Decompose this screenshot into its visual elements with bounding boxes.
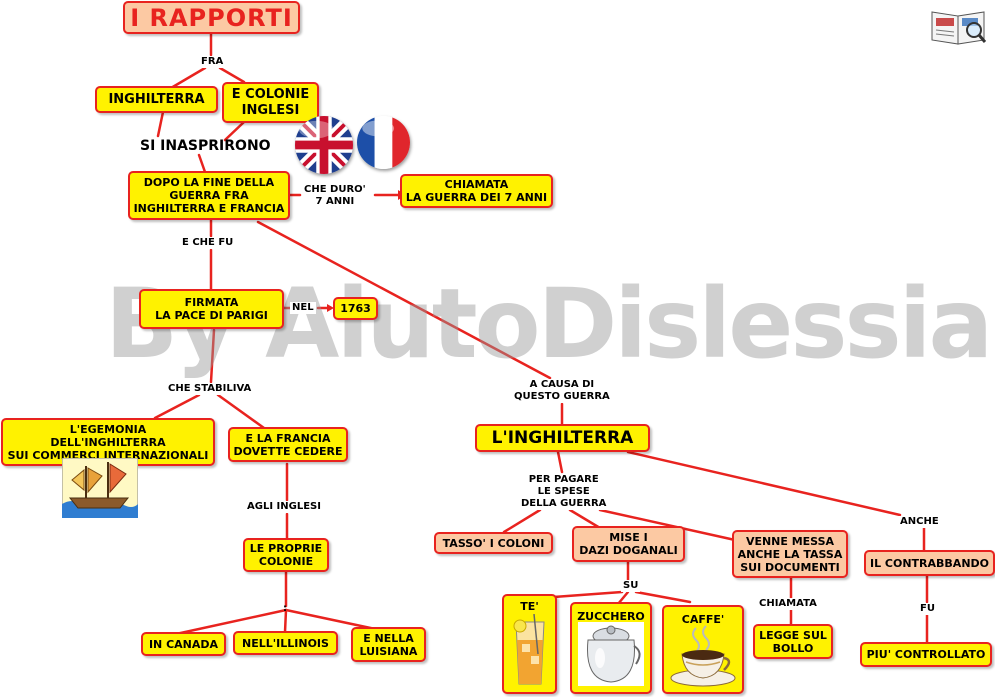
node-tasso-coloni: TASSO' I COLONI xyxy=(434,532,553,554)
node-dopo-guerra: DOPO LA FINE DELLA GUERRA FRA INGHILTERR… xyxy=(128,171,290,220)
node-francia-cedere: E LA FRANCIA DOVETTE CEDERE xyxy=(228,427,348,462)
link-nel: NEL xyxy=(290,302,316,314)
ship-icon xyxy=(61,457,139,519)
link-che-stabiliva: CHE STABILIVA xyxy=(166,383,254,395)
link-fra: FRA xyxy=(199,56,226,68)
node-piu-controllato: PIU' CONTROLLATO xyxy=(860,642,992,667)
node-contrabbando: IL CONTRABBANDO xyxy=(864,550,995,576)
title-node: I RAPPORTI xyxy=(123,1,300,34)
link-a-causa: A CAUSA DI QUESTO GUERRA xyxy=(512,379,612,403)
france-flag-icon xyxy=(357,116,410,169)
book-magnifier-icon xyxy=(930,6,988,46)
node-inghilterra: INGHILTERRA xyxy=(95,86,218,113)
node-inghilterra-2: L'INGHILTERRA xyxy=(475,424,650,452)
link-per-pagare: PER PAGARE LE SPESE DELLA GUERRA xyxy=(519,474,609,510)
node-legge-bollo: LEGGE SUL BOLLO xyxy=(753,624,833,659)
link-che-duro: CHE DURO' 7 ANNI xyxy=(302,184,368,208)
node-anno: 1763 xyxy=(333,297,378,320)
link-fu: FU xyxy=(918,603,937,615)
link-agli-inglesi: AGLI INGLESI xyxy=(245,501,323,513)
link-si-inasprirono: SI INASPRIRONO xyxy=(140,138,271,154)
node-proprie-colonie: LE PROPRIE COLONIE xyxy=(243,538,329,572)
node-luisiana: E NELLA LUISIANA xyxy=(351,627,426,662)
node-illinois: NELL'ILLINOIS xyxy=(233,631,338,655)
tea-glass-icon xyxy=(510,613,550,686)
node-tassa-documenti: VENNE MESSA ANCHE LA TASSA SUI DOCUMENTI xyxy=(732,530,848,578)
node-canada: IN CANADA xyxy=(141,632,226,656)
link-su: SU xyxy=(621,580,641,592)
node-colonie-inglesi: E COLONIE INGLESI xyxy=(222,82,319,123)
node-pace-parigi: FIRMATA LA PACE DI PARIGI xyxy=(139,289,284,329)
node-guerra-7-anni: CHIAMATA LA GUERRA DEI 7 ANNI xyxy=(400,174,553,208)
zucchero-label: ZUCCHERO xyxy=(577,610,645,623)
link-e-che-fu: E CHE FU xyxy=(180,237,236,249)
link-colon: : xyxy=(283,603,287,614)
uk-flag-icon xyxy=(295,116,353,174)
te-label: TE' xyxy=(520,600,539,613)
sugar-bowl-icon xyxy=(578,622,644,686)
link-anche: ANCHE xyxy=(898,516,941,528)
link-chiamata: CHIAMATA xyxy=(757,598,819,610)
node-dazi: MISE I DAZI DOGANALI xyxy=(572,526,685,562)
coffee-cup-icon xyxy=(668,624,738,688)
caffe-label: CAFFE' xyxy=(681,613,725,626)
node-egemonia: L'EGEMONIA DELL'INGHILTERRA SUI COMMERCI… xyxy=(1,418,215,466)
